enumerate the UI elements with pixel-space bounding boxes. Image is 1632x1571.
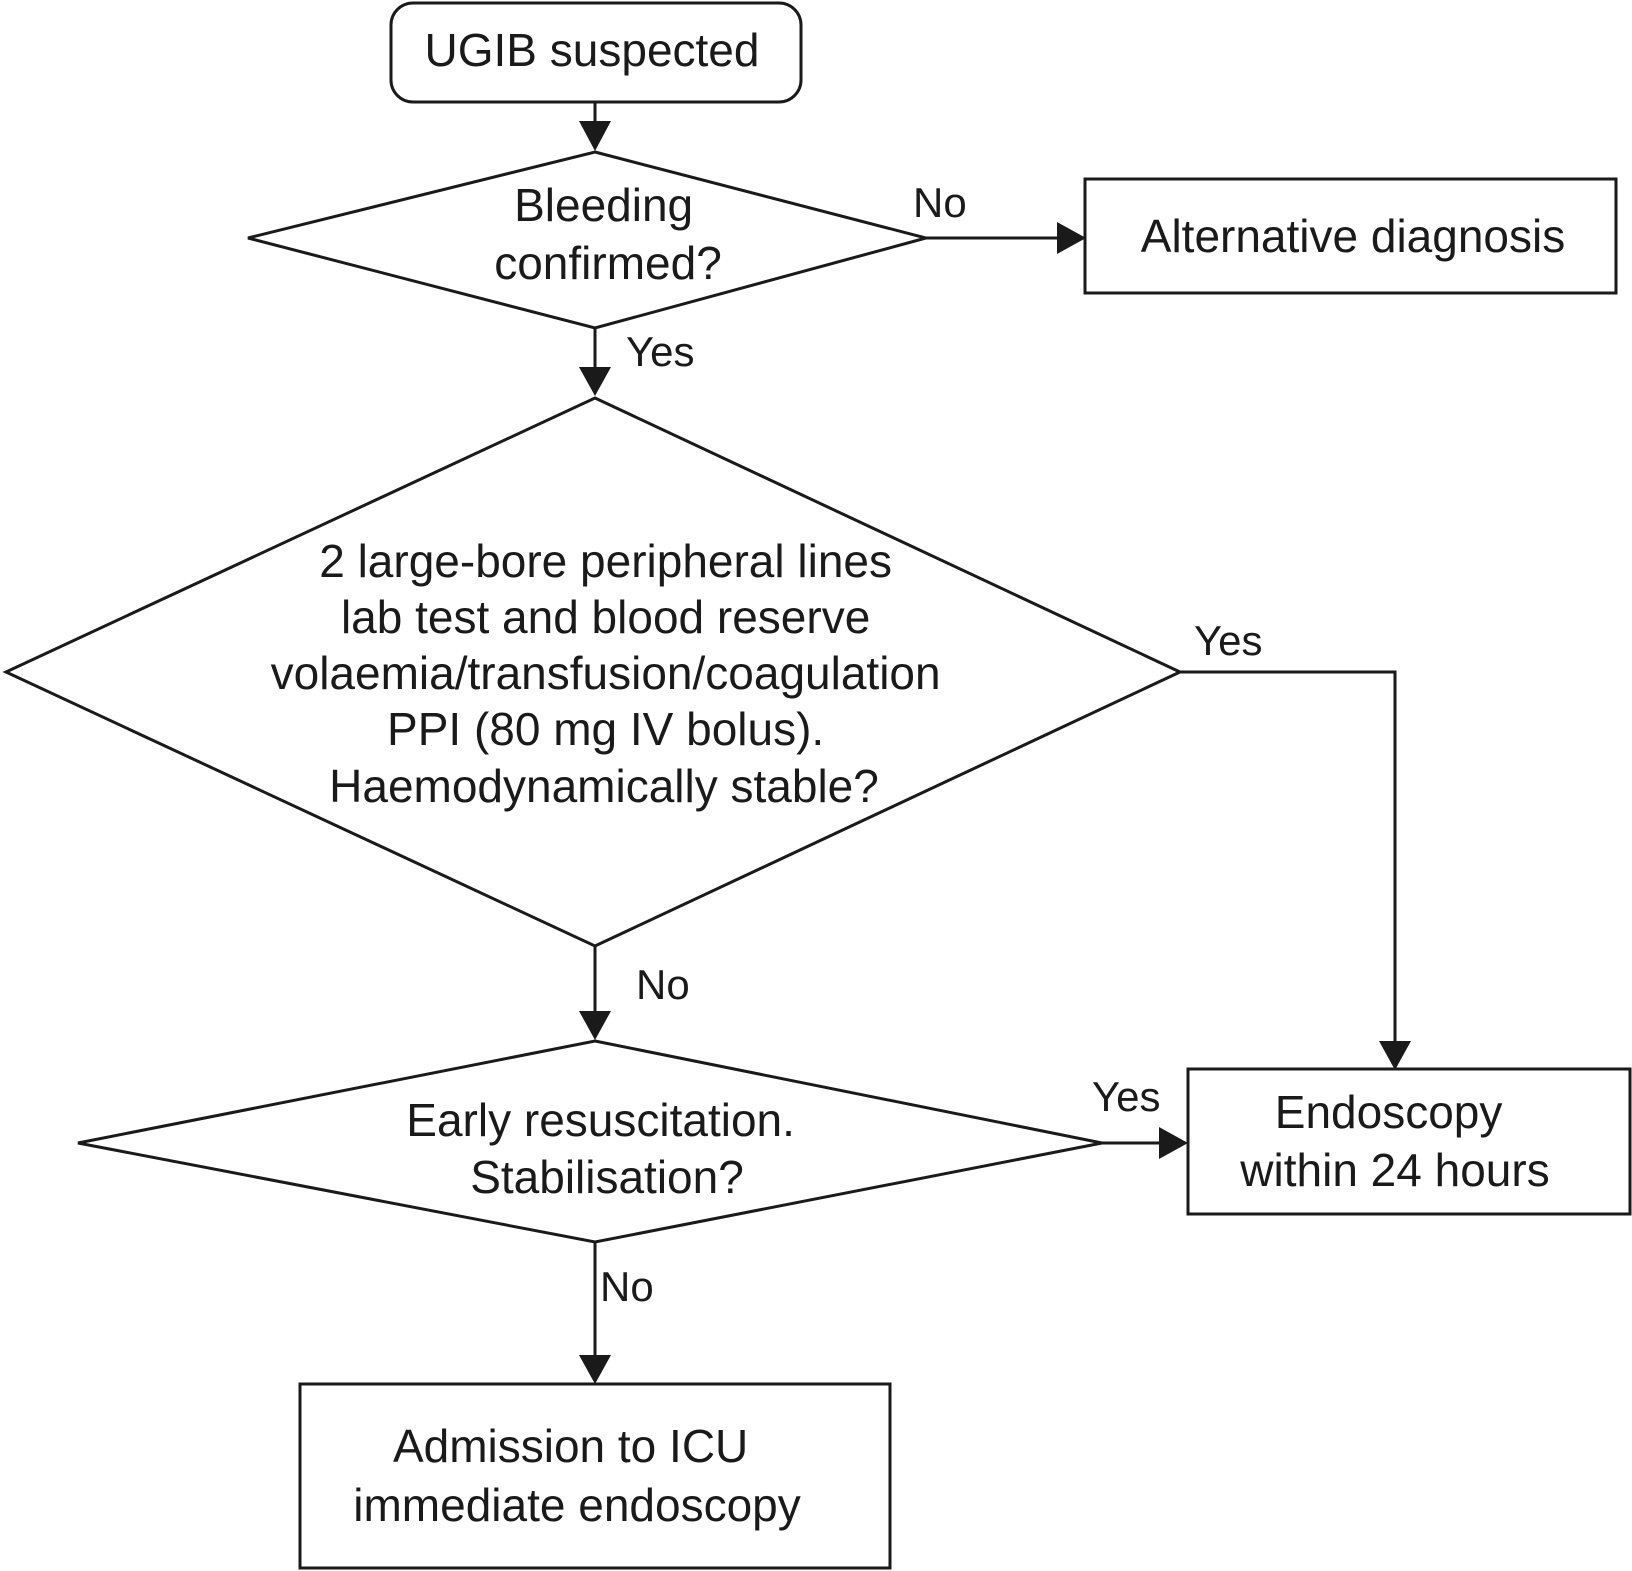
label-line: lab test and blood reserve [341, 591, 870, 643]
edge-label-bleeding-yes: Yes [626, 328, 695, 375]
label-line: immediate endoscopy [353, 1479, 800, 1531]
decision-diamond [2, 396, 1184, 948]
decision-diamond [247, 150, 932, 330]
node-resuscitation-label: Early resuscitation. Stabilisation? [406, 1094, 807, 1203]
node-icu-admission: Admission to ICU immediate endoscopy [298, 1382, 892, 1570]
node-resuscitation: Early resuscitation. Stabilisation? [77, 1039, 1103, 1244]
label-line: confirmed? [494, 237, 722, 289]
label-line: Stabilisation? [470, 1151, 744, 1203]
edge-labels: No Yes Yes No Yes No [600, 179, 1263, 1310]
node-stability-check-label: 2 large-bore peripheral lines lab test a… [271, 535, 954, 812]
node-icu-admission-label: Admission to ICU immediate endoscopy [353, 1420, 800, 1531]
node-endoscopy-24h: Endoscopy within 24 hours [1186, 1067, 1632, 1216]
process-box [298, 1382, 892, 1570]
label-line: within 24 hours [1239, 1144, 1549, 1196]
label-line: Haemodynamically stable? [329, 760, 879, 812]
label-line: 2 large-bore peripheral lines [319, 535, 892, 587]
edge-label-stable-no: No [636, 961, 690, 1008]
edges [579, 102, 1411, 1384]
label-line: Early resuscitation. [406, 1094, 795, 1146]
arrowhead [579, 1355, 611, 1384]
rounded-box [389, 1, 803, 104]
edge-stable-yes [1180, 670, 1397, 1042]
node-alternative-diagnosis: Alternative diagnosis [1083, 177, 1618, 295]
node-endoscopy-24h-label: Endoscopy within 24 hours [1239, 1086, 1549, 1196]
edge-label-stable-yes: Yes [1194, 617, 1263, 664]
process-box [1083, 177, 1618, 295]
arrowhead [1379, 1041, 1411, 1070]
arrowhead [1159, 1127, 1188, 1159]
edge-label-bleeding-no: No [913, 179, 967, 226]
label-line: PPI (80 mg IV bolus). [387, 703, 824, 755]
label-line: volaemia/transfusion/coagulation [271, 647, 941, 699]
process-box [1186, 1067, 1632, 1216]
node-bleeding-confirmed: Bleeding confirmed? [247, 150, 932, 330]
edge-label-resus-yes: Yes [1092, 1073, 1161, 1120]
node-alternative-diagnosis-label: Alternative diagnosis [1141, 210, 1565, 262]
label-line: Bleeding [514, 179, 693, 231]
arrowhead [1057, 222, 1086, 254]
arrowhead [579, 367, 611, 396]
edge-label-resus-no: No [600, 1263, 654, 1310]
label-line: Admission to ICU [393, 1420, 748, 1472]
node-stability-check: 2 large-bore peripheral lines lab test a… [2, 396, 1184, 948]
arrowhead [579, 121, 611, 151]
node-bleeding-confirmed-label: Bleeding confirmed? [494, 179, 722, 289]
node-start-label: UGIB suspected [425, 24, 760, 76]
node-start: UGIB suspected [389, 1, 803, 104]
arrowhead [579, 1011, 611, 1040]
decision-diamond [77, 1039, 1103, 1244]
label-line: Endoscopy [1275, 1086, 1503, 1138]
